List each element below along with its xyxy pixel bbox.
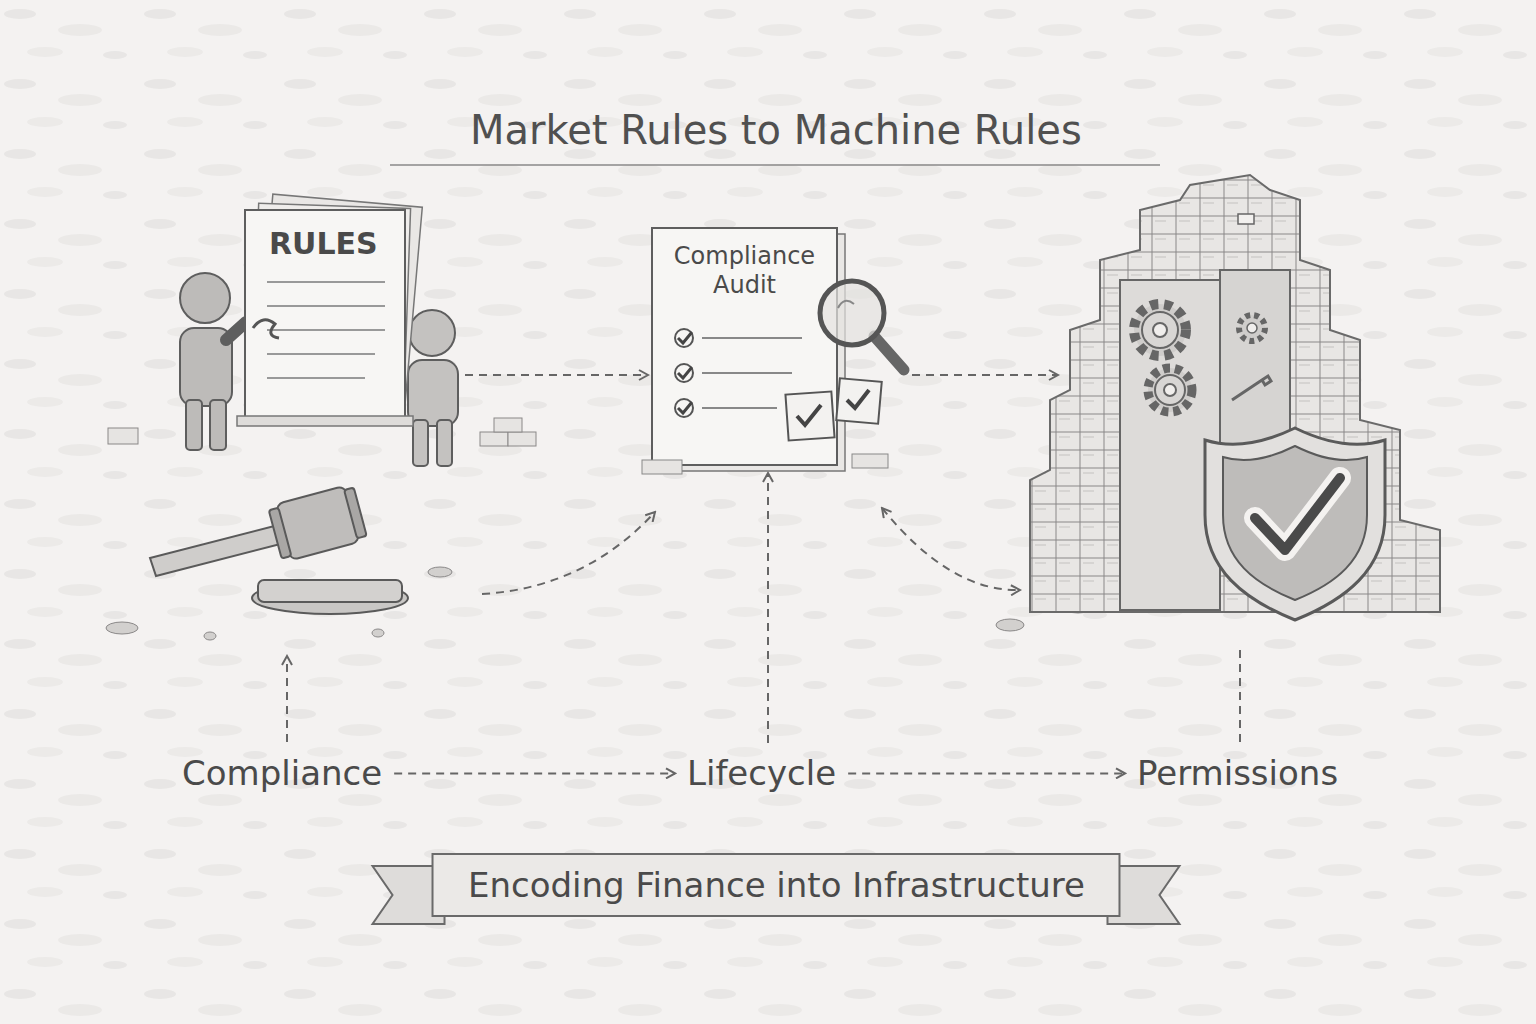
node-text: Permissions: [1137, 753, 1338, 794]
shield-check: [1205, 428, 1385, 620]
step-label: Lifecycle: [683, 751, 840, 796]
node-text: Compliance Audit: [664, 242, 825, 300]
person-figure: [180, 273, 246, 450]
pebbles: [106, 567, 1094, 640]
step-label: Permissions: [1133, 751, 1342, 796]
audit-document: Compliance Audit: [652, 228, 837, 465]
diagram-caption: Encoding Finance into Infrastructure: [468, 865, 1085, 905]
node-text: RULES: [269, 226, 393, 262]
gavel: [150, 484, 408, 614]
node-text: Lifecycle: [687, 753, 836, 794]
person-figure: [408, 310, 458, 466]
node-text: Compliance: [182, 753, 382, 794]
step-label: Compliance: [178, 751, 386, 796]
title-rule: [390, 164, 1160, 166]
rules-document: RULES: [245, 210, 405, 420]
flow-connector: [767, 473, 769, 743]
caption-banner: [373, 854, 1180, 924]
flow-connector: [394, 772, 675, 774]
diagram-title: Market Rules to Machine Rules: [470, 107, 1082, 153]
flow-connector: [848, 772, 1125, 774]
